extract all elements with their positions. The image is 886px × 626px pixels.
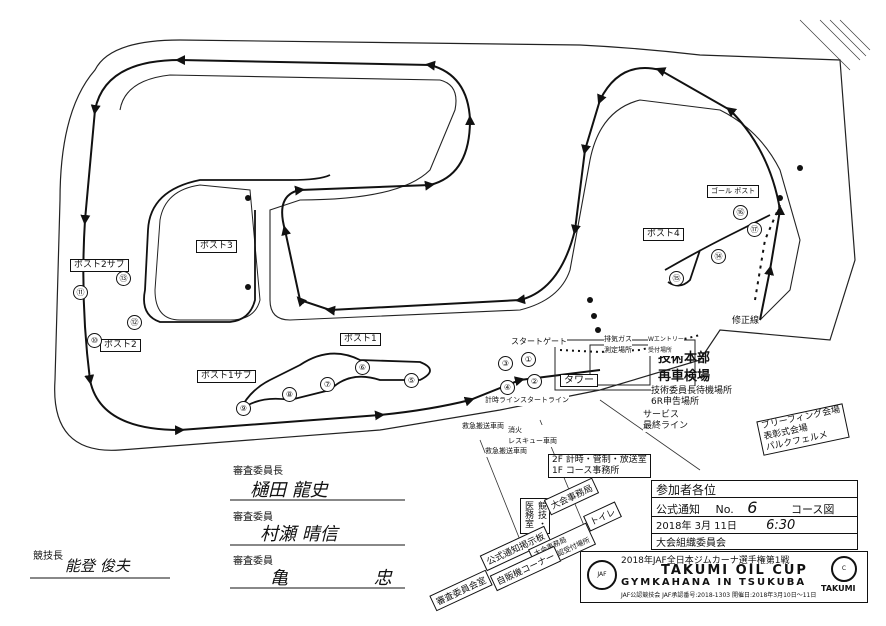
ambulance2-label: 救急搬送車両 [485,446,527,457]
clerk-name: 能登 俊夫 [65,557,130,575]
notice-date-row: 2018年 3月 11日 6:30 [652,517,857,534]
marker-13: ⑬ [116,271,131,286]
chief-steward-label: 審査委員長 [233,466,283,477]
marker-11: ⑪ [73,285,88,300]
footer-subtitle: GYMKAHANA IN TSUKUBA [621,577,807,588]
marker-7: ⑦ [320,377,335,392]
notice-no-value: 6 [747,498,758,517]
post-2-sub-label: ポスト2サブ [70,259,129,272]
steward2-label: 審査委員 [233,556,273,567]
ambulance-label: 救急搬送車両 [462,421,504,432]
marker-4: ④ [500,380,515,395]
footer-brand: TAKUMI [821,584,856,593]
tower-label: タワー [560,374,598,387]
control-room-label: 2F 計時・管制・放送室 1F コース事務所 [548,454,651,478]
timing-line-label: 計時ライン [485,395,520,406]
notice-no-label: No. [715,503,734,516]
marker-8: ⑧ [282,387,297,402]
start-line-label: スタートライン [520,395,569,406]
slalom-section [239,352,431,411]
notice-bulletin: 公式通知 [656,503,700,516]
marker-14: ⑭ [711,249,726,264]
notice-doc-type: コース図 [790,503,835,516]
racing-line [80,55,786,436]
marker-3: ③ [498,356,513,371]
notice-committee: 大会組織委員会 [656,538,726,549]
marker-5: ⑤ [404,373,419,388]
jaf-logo-icon: JAF [587,560,617,590]
correction-line-label: 修正線 [732,316,760,327]
marker-16: ⑯ [733,205,748,220]
w-entry-label: Wエントリー 受付場所 [648,334,684,356]
exhaust-gas-label: 排気ガス 測定場所 [604,334,632,356]
marker-10: ⑩ [87,333,102,348]
service-line-label: サービス 最終ライン [643,410,689,432]
marker-1: ① [521,352,536,367]
post-4-label: ポスト4 [643,228,684,241]
fire-rescue-label: 消火 レスキュー車両 [508,425,557,447]
marker-12: ⑫ [127,315,142,330]
steward2-name: 亀 忠 [270,568,432,589]
start-gate-label: スタートゲート [511,336,567,347]
goal-post-label: ゴール ポスト [707,185,760,198]
racing-line-inner [143,174,331,323]
event-footer: 2018年JAF全日本ジムカーナ選手権第1戦 TAKUMI OIL CUP GY… [580,551,868,603]
track-outer-edge [54,39,856,451]
notice-bulletin-row: 公式通知 No. 6 コース図 [652,498,857,517]
footer-small: JAF公認競技会 JAF承認番号:2018-1303 開催日:2018年3月10… [621,592,817,599]
post-1-sub-label: ポスト1サブ [197,370,256,383]
track-inner-edge [119,74,801,321]
cone-markers [245,165,803,333]
takumi-logo-icon: C [831,556,857,582]
marker-2: ② [527,374,542,389]
post-1-label: ポスト1 [340,333,381,346]
official-notice-box: 参加者各位 公式通知 No. 6 コース図 2018年 3月 11日 6:30 … [651,480,858,550]
chief-steward-name: 樋田 龍史 [250,480,328,501]
marker-9: ⑨ [236,401,251,416]
notice-date: 2018年 3月 11日 [656,521,737,532]
appeal-area-label: 6R申告場所 [651,397,699,408]
steward-name: 村瀬 晴信 [260,524,338,545]
marker-17: ⑰ [747,222,762,237]
notice-time: 6:30 [766,518,796,533]
footer-title: TAKUMI OIL CUP [661,563,808,578]
notice-audience: 参加者各位 [652,481,857,498]
footer-event: 2018年JAF全日本ジムカーナ選手権第1戦 [621,556,790,566]
marker-15: ⑮ [669,271,684,286]
hatched-area [799,19,871,71]
waiting-area-label: 技術委員長待機場所 [651,386,733,397]
marker-6: ⑥ [355,360,370,375]
reinspection-label: 再車検場 [658,369,711,384]
post-3-label: ポスト3 [196,240,237,253]
steward-label: 審査委員 [233,512,273,523]
clerk-label: 競技長 [33,551,63,562]
post-2-label: ポスト2 [100,339,141,352]
